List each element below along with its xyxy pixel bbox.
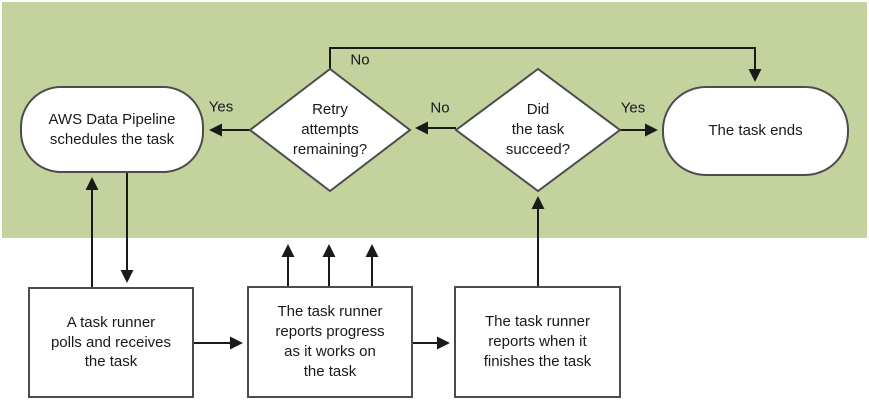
retry-decision-shape [248,67,412,193]
connector-retry-no-to-task-ends [329,47,762,82]
succeed-decision-shape [454,67,622,193]
edge-label-succeed-yes: Yes [620,99,646,117]
finish-node-label: The task runner reports when it finishes… [483,313,592,370]
task-ends-node-shape [662,86,849,176]
edge-label-succeed-no: No [430,99,450,117]
poll-node-label: A task runner polls and receives the tas… [50,313,172,371]
schedule-node-shape [20,86,204,173]
task-ends-node-label: The task ends [708,122,803,140]
poll-node-shape [28,287,194,398]
finish-node-shape [454,286,621,398]
progress-node-label: The task runner reports progress as it w… [275,303,385,380]
edge-label-retry-yes: Yes [208,98,234,116]
edge-label-retry-no: No [350,51,370,69]
succeed-decision-label: Did the task succeed? [505,101,571,158]
progress-node-shape [247,286,413,398]
retry-decision-label: Retry attempts remaining? [292,101,368,158]
schedule-node-label: AWS Data Pipeline schedules the task [48,110,176,148]
